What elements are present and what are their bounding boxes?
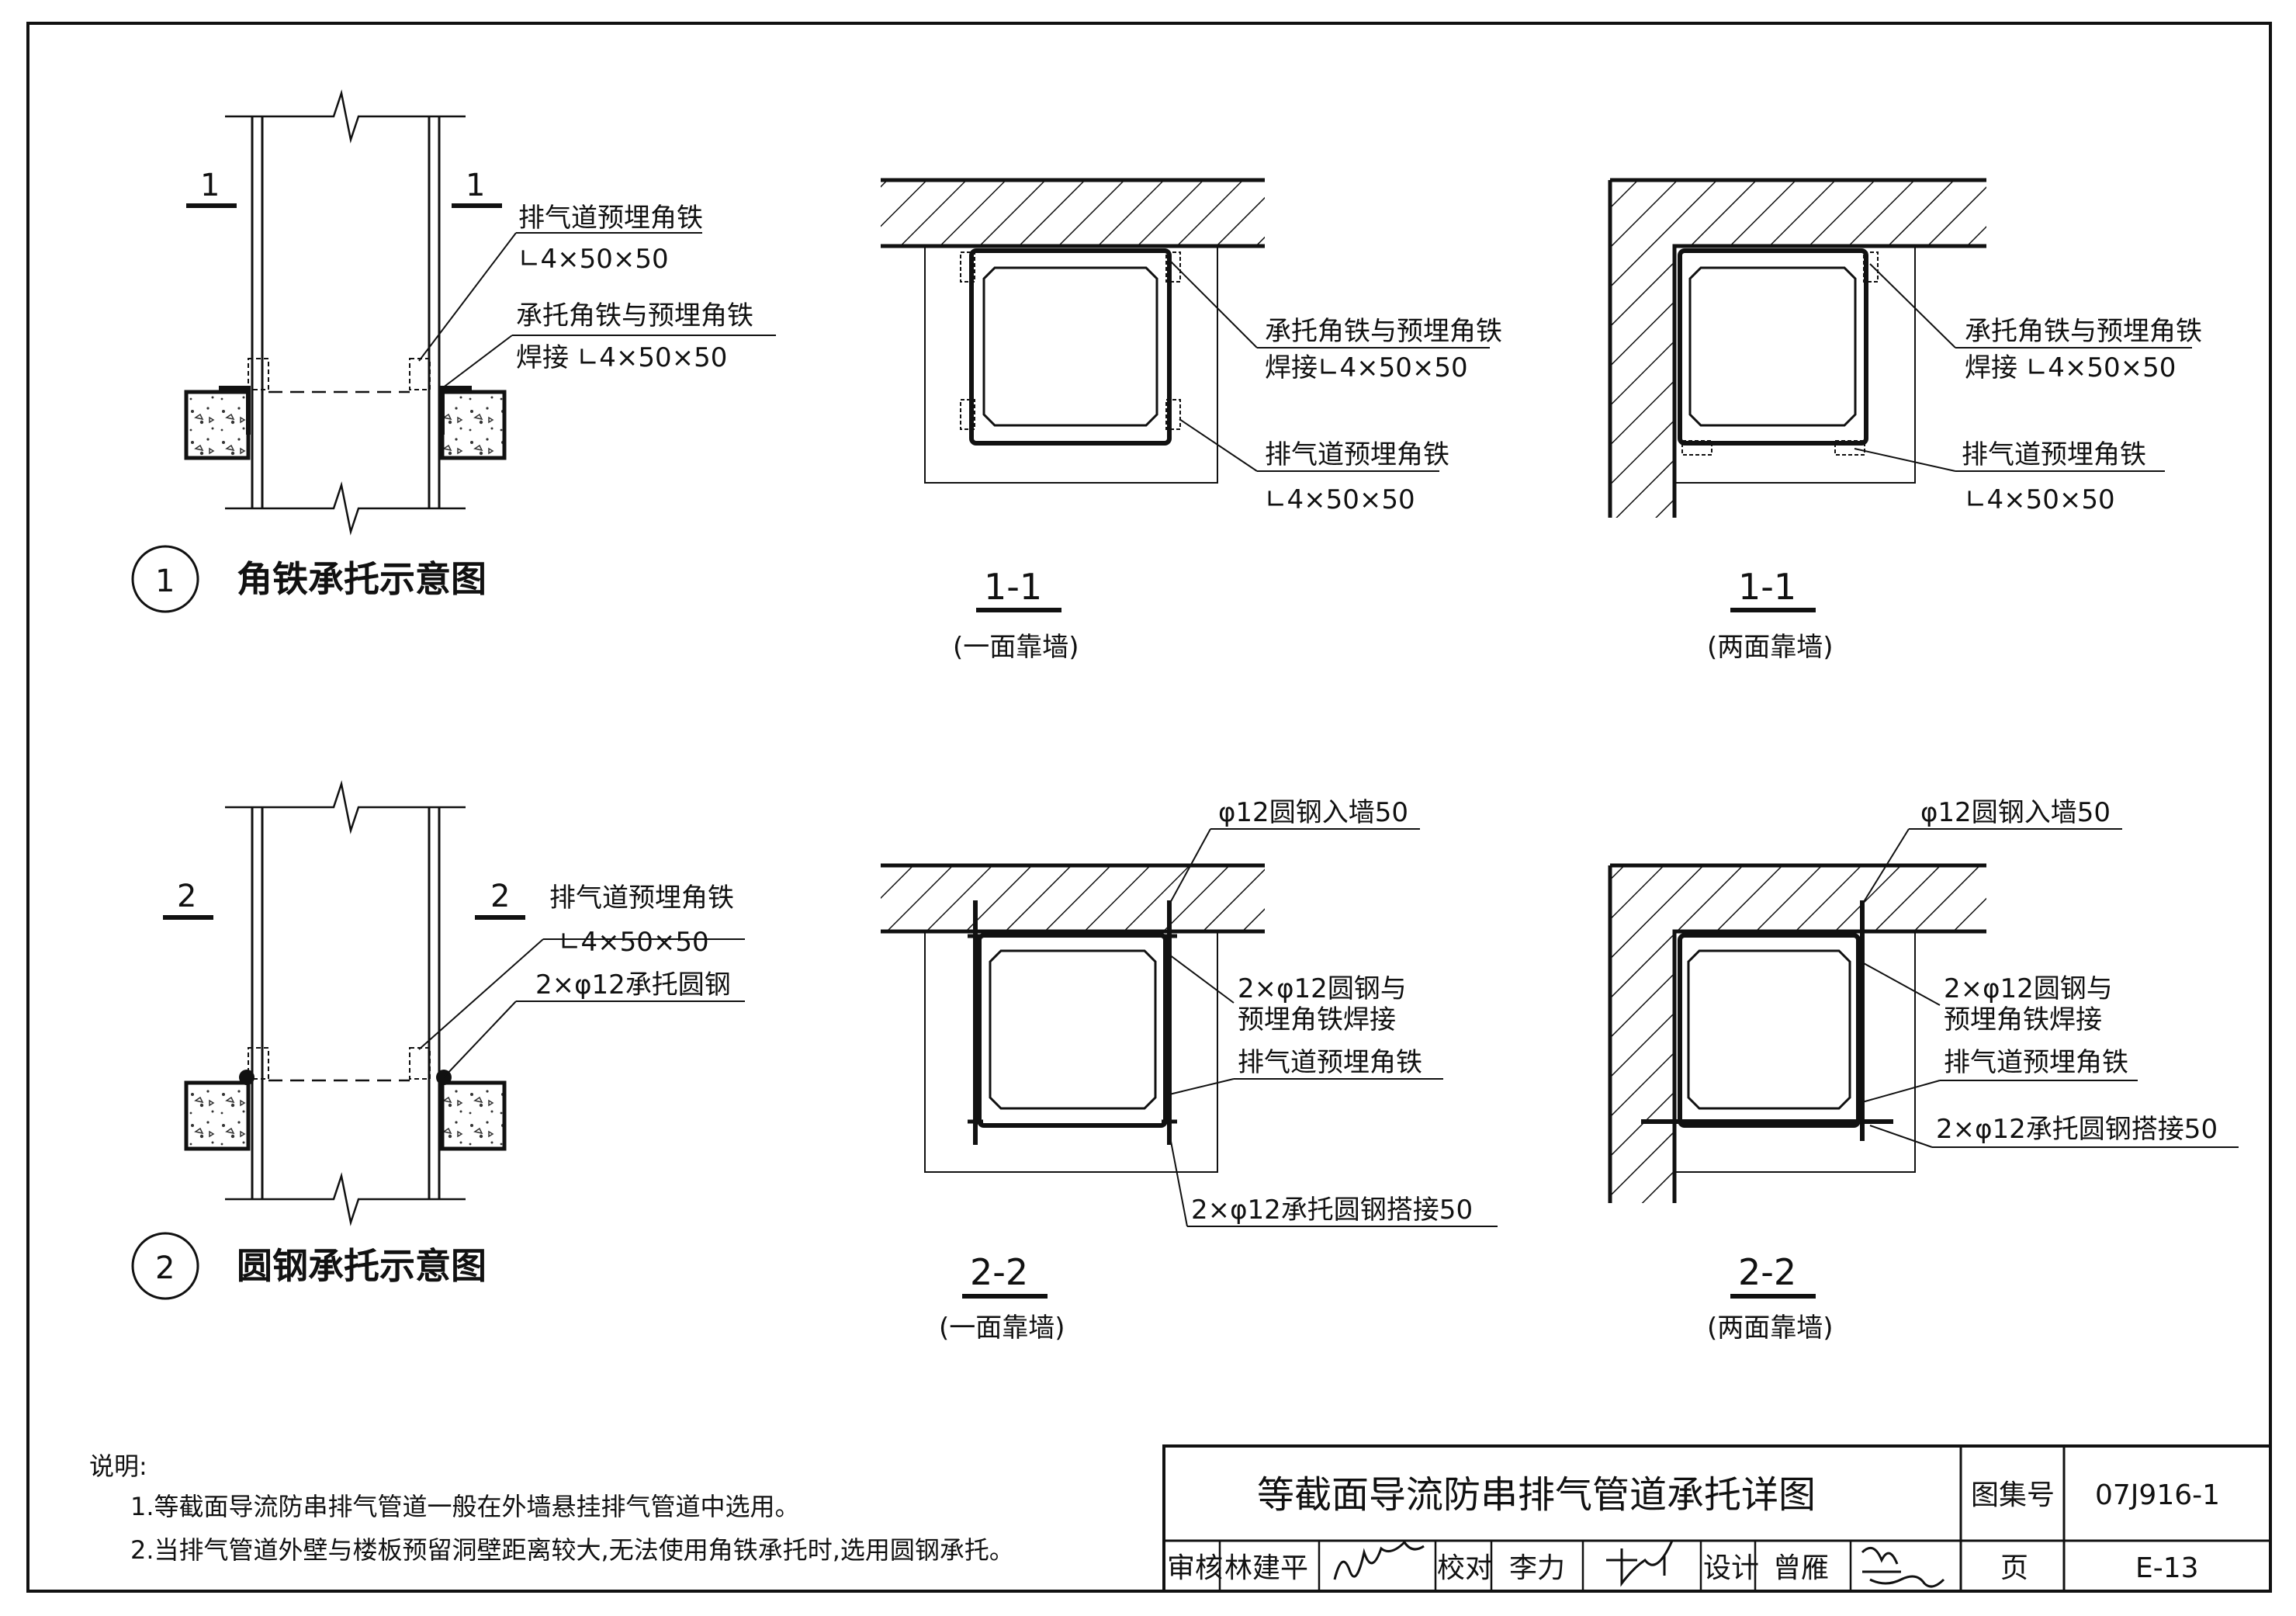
s11b-label-embedded-size: ∟4×50×50 [1965,484,2115,515]
s22a-label-embed: φ12圆钢入墙50 [1218,797,1408,828]
review-signature [1333,1540,1425,1580]
review-label: 审核 [1167,1552,1223,1584]
section-mark-1-right: 1 [466,168,485,203]
s11a-subtitle: (一面靠墙) [953,632,1079,663]
drawing-title: 等截面导流防串排气管道承托详图 [1257,1473,1816,1517]
section-2-2-one-wall: φ12圆钢入墙50 2×φ12圆钢与 预埋角铁焊接 排气道预埋角铁 2×φ12承… [881,797,1498,1344]
s11a-label-embedded: 排气道预埋角铁 [1265,439,1449,470]
s22a-label-lap: 2×φ12承托圆钢搭接50 [1191,1195,1473,1226]
s22b-label-weld-1: 2×φ12圆钢与 [1944,973,2113,1004]
detail-1-angle-iron-support: 1 1 排气道预埋角铁 ∟4×50×50 承托角铁与预埋角铁 焊接 ∟4×50×… [131,89,776,613]
s22b-label-embed: φ12圆钢入墙50 [1920,797,2111,828]
section-2-2-two-walls: φ12圆钢入墙50 2×φ12圆钢与 预埋角铁焊接 排气道预埋角铁 2×φ12承… [1608,797,2239,1344]
detail-2-round-steel-support: 2 2 排气道预埋角铁 ∟4×50×50 2×φ12承托圆钢 2 圆钢承托示意图 [131,780,745,1300]
section-mark-2-left: 2 [177,879,196,914]
s22b-subtitle: (两面靠墙) [1707,1313,1834,1344]
notes-heading: 说明: [89,1451,147,1481]
detail1-leader-weld-size: 焊接 ∟4×50×50 [516,342,727,373]
s22b-label-lap: 2×φ12承托圆钢搭接50 [1936,1114,2218,1145]
s22b-title: 2-2 [1738,1251,1796,1293]
title-block: 等截面导流防串排气管道承托详图 图集号 07J916-1 审核 林建平 校对 李… [1162,1444,2272,1593]
check-label: 校对 [1437,1552,1493,1584]
design-signature [1861,1546,1945,1588]
s22a-title: 2-2 [970,1251,1028,1293]
s22b-label-embedded: 排气道预埋角铁 [1944,1047,2128,1078]
page-label: 页 [2000,1552,2028,1584]
design-name: 曾雁 [1773,1552,1829,1584]
atlas-number: 07J916-1 [2095,1479,2220,1511]
design-label: 设计 [1703,1552,1759,1584]
section-1-1-one-wall: 承托角铁与预埋角铁 焊接∟4×50×50 排气道预埋角铁 ∟4×50×50 1-… [881,178,1502,663]
detail1-leader-embedded-size: ∟4×50×50 [518,244,669,275]
note-item-2: 2.当排气管道外壁与楼板预留洞壁距离较大,无法使用角铁承托时,选用圆钢承托。 [130,1535,1014,1565]
s11a-label-weld: 承托角铁与预埋角铁 [1265,316,1502,347]
s22a-subtitle: (一面靠墙) [939,1313,1065,1344]
check-signature [1606,1540,1674,1587]
sheet-border [26,22,2272,1593]
s11b-label-embedded: 排气道预埋角铁 [1962,439,2146,470]
atlas-label: 图集号 [1971,1479,2055,1511]
s22b-label-weld-2: 预埋角铁焊接 [1944,1004,2102,1035]
detail2-leader-embedded: 排气道预埋角铁 [549,883,734,914]
review-name: 林建平 [1224,1552,1308,1584]
detail2-leader-embedded-size: ∟4×50×50 [559,927,709,958]
s11a-label-weld-size: 焊接∟4×50×50 [1265,352,1468,383]
detail1-leader-embedded: 排气道预埋角铁 [518,203,703,234]
section-1-1-two-walls: 承托角铁与预埋角铁 焊接 ∟4×50×50 排气道预埋角铁 ∟4×50×50 1… [1608,178,2202,663]
s11b-title: 1-1 [1738,566,1796,608]
s11a-label-embedded-size: ∟4×50×50 [1265,484,1415,515]
detail1-circle-number: 1 [155,564,175,599]
section-mark-1-left: 1 [200,168,220,203]
check-name: 李力 [1509,1552,1565,1584]
detail1-title: 角铁承托示意图 [237,558,487,600]
s22a-label-embedded: 排气道预埋角铁 [1238,1047,1422,1078]
detail1-leader-weld: 承托角铁与预埋角铁 [516,300,753,331]
page-number: E-13 [2135,1552,2199,1584]
s22a-label-weld-2: 预埋角铁焊接 [1238,1004,1396,1035]
s22a-label-weld-1: 2×φ12圆钢与 [1238,973,1407,1004]
detail2-circle-number: 2 [155,1250,175,1286]
s11b-label-weld: 承托角铁与预埋角铁 [1965,316,2202,347]
s11b-label-weld-size: 焊接 ∟4×50×50 [1965,352,2176,383]
s11a-title: 1-1 [984,566,1042,608]
section-mark-2-right: 2 [490,879,510,914]
detail2-title: 圆钢承托示意图 [237,1245,487,1287]
s11b-subtitle: (两面靠墙) [1707,632,1834,663]
notes: 说明: 1.等截面导流防串排气管道一般在外墙悬挂排气管道中选用。 2.当排气管道… [89,1451,1014,1565]
detail2-leader-round-steel: 2×φ12承托圆钢 [535,969,731,1000]
note-item-1: 1.等截面导流防串排气管道一般在外墙悬挂排气管道中选用。 [130,1492,800,1521]
